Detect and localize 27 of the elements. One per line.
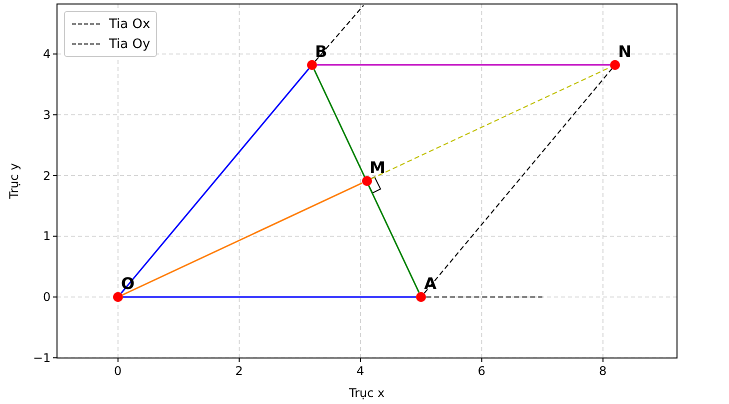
- tick-label: 3: [43, 108, 51, 122]
- tick-label: 8: [598, 364, 607, 378]
- tick-label: 6: [478, 364, 486, 378]
- tick-label: 1: [43, 229, 51, 244]
- point-label: M: [370, 158, 386, 177]
- axis-title: Trục y: [6, 163, 21, 199]
- dashed-line: [314, 5, 364, 62]
- point-label: B: [314, 42, 328, 61]
- tick-label: 4: [43, 47, 51, 61]
- point-label: N: [618, 42, 632, 61]
- line-segment: [316, 64, 610, 66]
- legend-label: Tia Oy: [109, 36, 150, 52]
- line-segment: [122, 182, 362, 296]
- legend-label: Tia Ox: [109, 16, 150, 32]
- line-segment: [123, 296, 416, 298]
- tick-label: 2: [43, 168, 51, 182]
- axis-title: Trục x: [349, 386, 385, 400]
- dashed-line: [426, 296, 542, 298]
- dashed-line: [424, 68, 612, 294]
- tick-label: 4: [356, 364, 364, 378]
- tick-label: 2: [235, 364, 243, 378]
- point-label: A: [424, 274, 436, 293]
- tick-label: 0: [43, 290, 51, 304]
- line-segment: [120, 68, 310, 294]
- line-segment: [313, 69, 420, 293]
- tick-label: 0: [114, 364, 122, 378]
- tick-label: −1: [33, 350, 51, 365]
